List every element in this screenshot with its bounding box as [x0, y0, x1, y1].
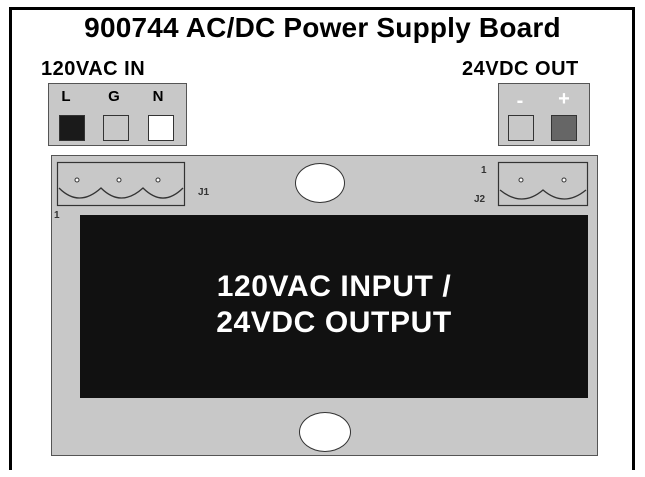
terminal-letter-g: G	[108, 88, 120, 105]
module-text-line1: 120VAC INPUT /	[216, 270, 452, 303]
j1-pin1-label: 1	[54, 210, 60, 221]
j1-label: J1	[198, 187, 210, 198]
diagram-title: 900744 AC/DC Power Supply Board	[84, 12, 561, 43]
terminal-plus-square	[551, 115, 577, 141]
terminal-letter-l: L	[61, 88, 71, 105]
output-label: 24VDC OUT	[462, 58, 579, 80]
terminal-letter-minus: -	[516, 90, 524, 112]
terminal-minus-square	[508, 115, 534, 141]
terminal-l-square	[59, 115, 85, 141]
power-module	[80, 215, 588, 398]
module-text-line2: 24VDC OUTPUT	[216, 306, 452, 339]
input-label: 120VAC IN	[41, 58, 146, 80]
mounting-hole-top	[295, 163, 345, 203]
terminal-g-square	[103, 115, 129, 141]
j2-connector	[497, 161, 589, 207]
terminal-n-square	[148, 115, 174, 141]
mounting-hole-bottom	[299, 412, 351, 452]
j2-pin1-label: 1	[481, 165, 487, 176]
j2-label: J2	[474, 194, 486, 205]
terminal-letter-plus: +	[558, 88, 570, 110]
j1-connector	[56, 161, 186, 207]
terminal-letter-n: N	[152, 88, 164, 105]
